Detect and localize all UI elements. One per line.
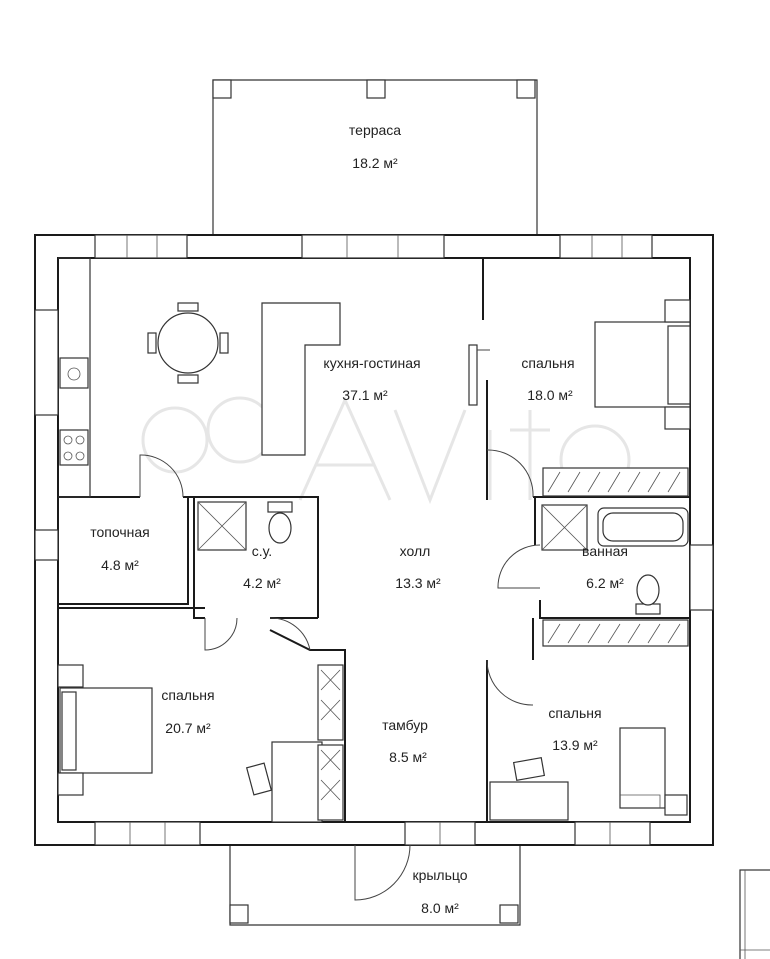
bathroom-area: 6.2 м² xyxy=(586,575,624,591)
wc-fixtures xyxy=(197,501,293,551)
kitchen-area: 37.1 м² xyxy=(342,387,388,403)
exterior-walls xyxy=(34,234,714,846)
wc-area: 4.2 м² xyxy=(243,575,281,591)
kitchen-name: кухня-гостиная xyxy=(323,355,420,371)
desk-se xyxy=(489,757,569,821)
bathroom-name: ванная xyxy=(582,543,628,559)
bed-ne xyxy=(594,299,691,430)
doors xyxy=(139,344,541,901)
wc-name: с.у. xyxy=(252,543,272,559)
wardrobe-se xyxy=(542,619,689,647)
vestibule-area: 8.5 м² xyxy=(389,749,427,765)
bedroom-ne-name: спальня xyxy=(521,355,574,371)
kitchen-island xyxy=(261,302,341,456)
hall-name: холл xyxy=(400,543,431,559)
title-block xyxy=(739,869,770,959)
bedroom-se-name: спальня xyxy=(548,705,601,721)
porch-name: крыльцо xyxy=(412,867,467,883)
desk-sw xyxy=(245,741,323,823)
dining-table xyxy=(147,302,229,384)
hall-area: 13.3 м² xyxy=(395,575,441,591)
bed-se xyxy=(619,727,688,816)
kitchen-counter xyxy=(58,257,91,498)
terrace-area: 18.2 м² xyxy=(352,155,398,171)
wardrobe-ne xyxy=(542,467,689,497)
interior-walls xyxy=(58,258,690,822)
bed-sw xyxy=(57,664,153,796)
bathroom-fixtures xyxy=(541,504,689,615)
terrace xyxy=(212,79,538,235)
porch-area: 8.0 м² xyxy=(421,900,459,916)
bedroom-se-area: 13.9 м² xyxy=(552,737,598,753)
boiler-name: топочная xyxy=(90,524,150,540)
bedroom-sw-area: 20.7 м² xyxy=(165,720,211,736)
terrace-name: терраса xyxy=(349,122,401,138)
porch xyxy=(229,845,521,926)
vestibule-name: тамбур xyxy=(382,717,428,733)
bedroom-ne-area: 18.0 м² xyxy=(527,387,573,403)
bedroom-sw-name: спальня xyxy=(161,687,214,703)
boiler-area: 4.8 м² xyxy=(101,557,139,573)
wardrobe-hall xyxy=(317,664,344,821)
